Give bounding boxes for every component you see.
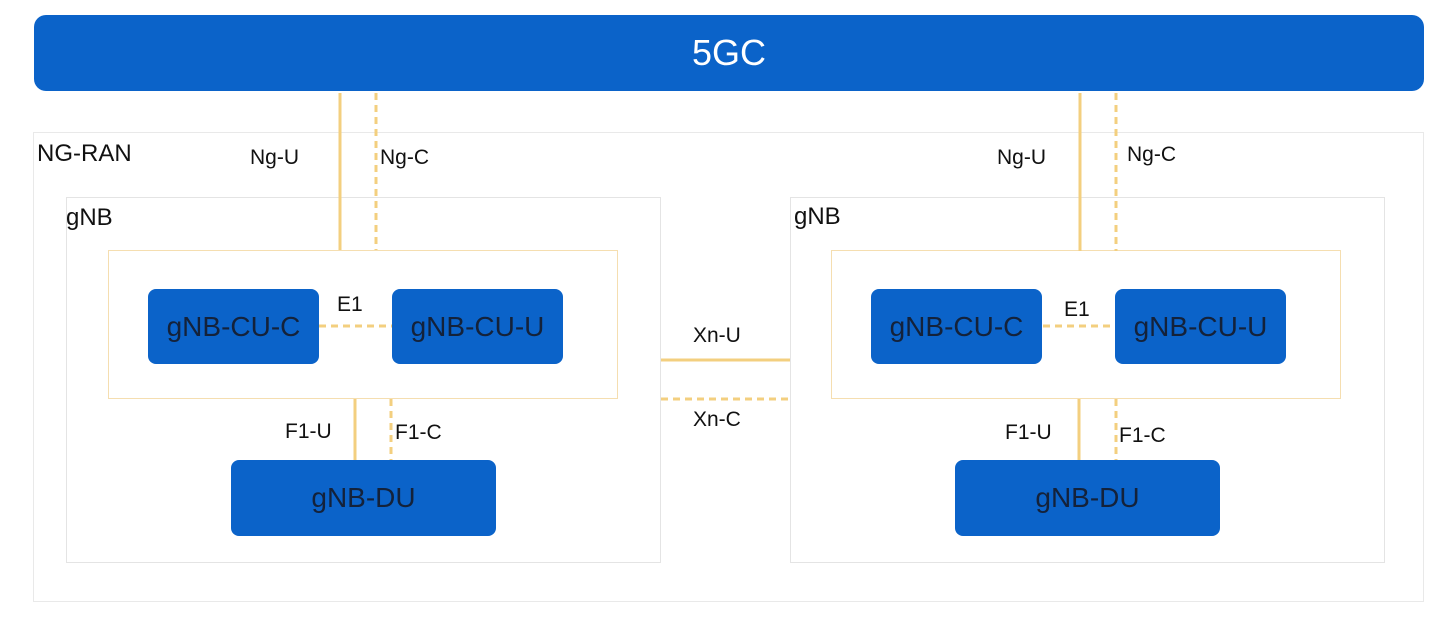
xn-u-label: Xn-U	[693, 324, 741, 347]
f1-c-label-left: F1-C	[395, 421, 442, 444]
gnb-cu-u-left: gNB-CU-U	[392, 289, 563, 364]
gnb-cu-c-left-label: gNB-CU-C	[166, 310, 301, 342]
xn-c-label: Xn-C	[693, 408, 741, 431]
gnb-du-right-label: gNB-DU	[1035, 482, 1140, 513]
gnb-du-left: gNB-DU	[231, 460, 496, 536]
gnb-left-box	[66, 197, 661, 563]
gnb-cu-u-left-label: gNB-CU-U	[410, 310, 545, 342]
cu-right-box	[831, 250, 1341, 399]
ng-ran-region	[33, 132, 1424, 602]
ng-c-label-right: Ng-C	[1127, 143, 1177, 166]
core-network-label: 5GC	[691, 32, 767, 73]
cu-left-box	[108, 250, 618, 399]
e1-label-right: E1	[1064, 298, 1090, 321]
gnb-du-right: gNB-DU	[955, 460, 1220, 536]
gnb-cu-c-right: gNB-CU-C	[871, 289, 1042, 364]
gnb-left-label: gNB	[66, 204, 113, 231]
gnb-du-left-label: gNB-DU	[311, 482, 416, 513]
gnb-cu-u-right-label: gNB-CU-U	[1133, 310, 1268, 342]
f1-u-label-left: F1-U	[285, 420, 332, 443]
ng-u-label-right: Ng-U	[997, 146, 1047, 169]
ng-ran-label: NG-RAN	[37, 140, 132, 167]
gnb-cu-u-right: gNB-CU-U	[1115, 289, 1286, 364]
gnb-cu-c-left: gNB-CU-C	[148, 289, 319, 364]
gnb-cu-c-right-label: gNB-CU-C	[889, 310, 1024, 342]
gnb-right-box	[790, 197, 1385, 563]
gnb-right-label: gNB	[794, 203, 841, 230]
ng-u-label-left: Ng-U	[250, 146, 300, 169]
e1-label-left: E1	[337, 293, 363, 316]
f1-c-label-right: F1-C	[1119, 424, 1166, 447]
core-network-5gc: 5GC	[34, 15, 1424, 91]
ng-c-label-left: Ng-C	[380, 146, 430, 169]
f1-u-label-right: F1-U	[1005, 421, 1052, 444]
